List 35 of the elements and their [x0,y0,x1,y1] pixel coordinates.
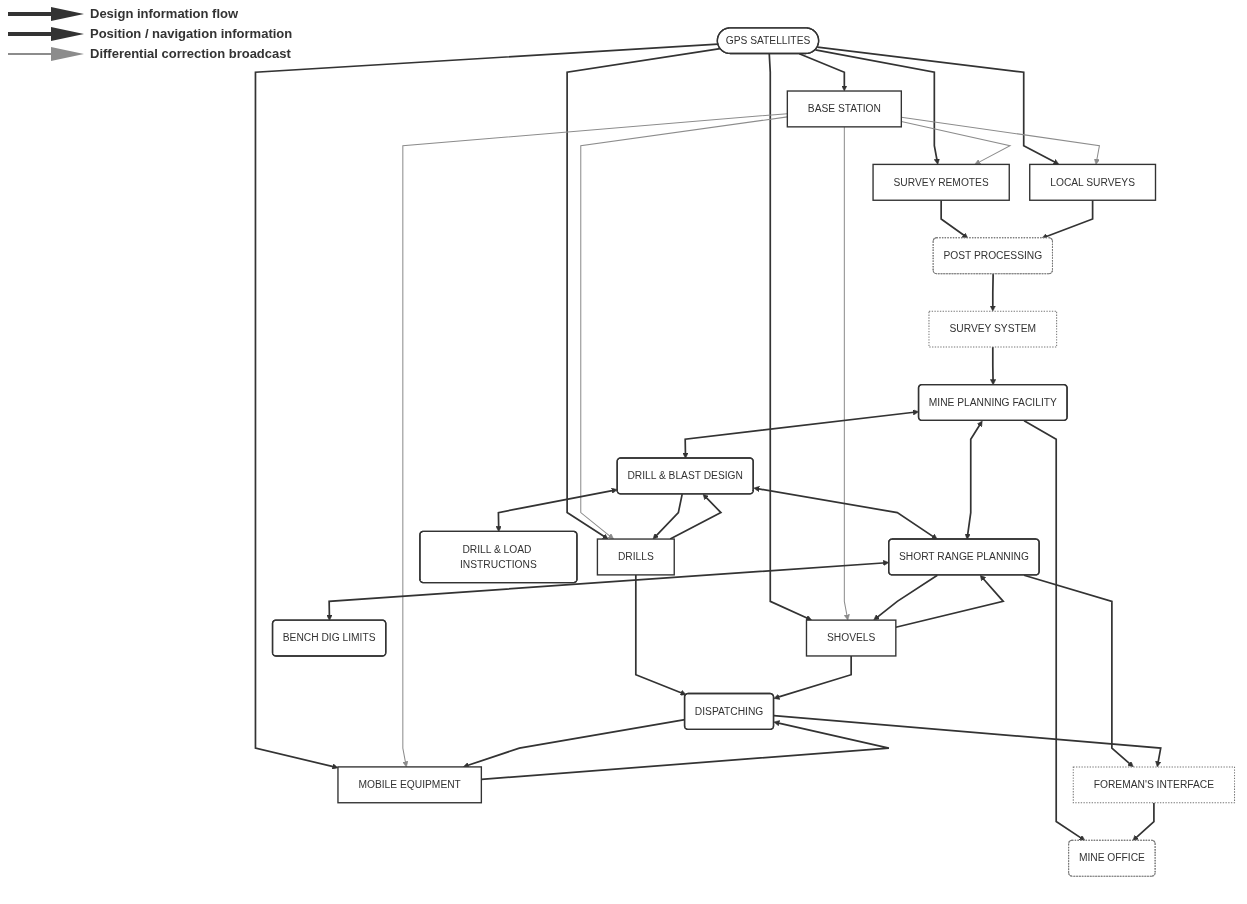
arrow [495,487,618,532]
arrow [652,493,684,540]
arrow [768,52,812,621]
arrow [634,574,687,696]
arrow [843,126,850,621]
arrow [669,493,723,540]
arrow [580,116,788,540]
arrow [402,113,788,768]
arrow [1023,574,1134,768]
node-box: BASE STATION [786,90,902,128]
arrow [1132,801,1155,841]
arrow [753,486,938,540]
node-box: MOBILE EQUIPMENT [337,766,483,804]
arrow [989,273,996,312]
arrow [798,52,848,92]
node-box: SURVEY REMOTES [872,163,1010,201]
arrow [682,409,919,459]
arrow [1023,419,1086,841]
node-box: DRILLS [596,538,675,576]
node-box: SURVEY SYSTEM [928,310,1058,348]
arrow [566,47,722,540]
arrow [816,46,1060,165]
legend-label: Position / navigation information [90,26,293,41]
arrow [814,49,940,165]
arrow [940,199,969,239]
node-box: SHOVELS [805,619,897,657]
node-box: FOREMAN'S INTERFACE [1072,766,1236,804]
arrow [964,420,983,540]
arrow [773,714,1162,768]
arrow [773,655,852,700]
arrow [990,346,997,386]
node-box: LOCAL SURVEYS [1029,163,1157,201]
arrow [873,574,939,621]
legend-label: Differential correction broadcast [90,46,291,61]
legend-label: Design information flow [90,6,239,21]
